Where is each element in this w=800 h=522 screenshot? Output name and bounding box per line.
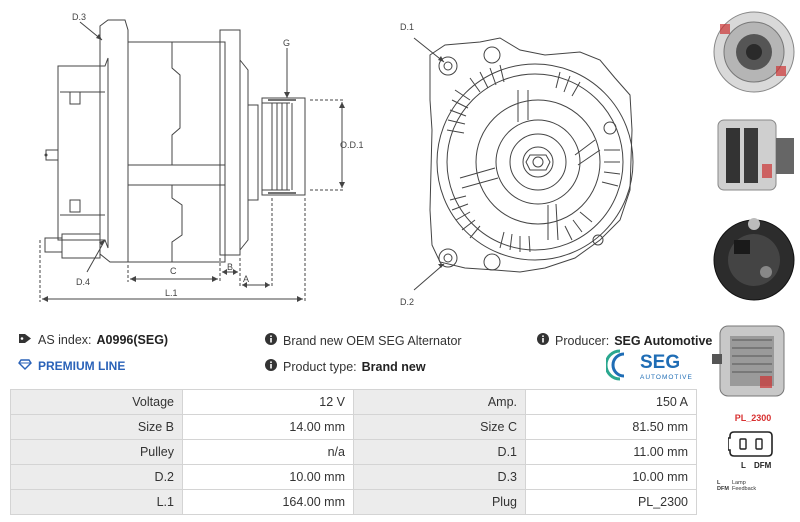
spec-value: 150 A — [525, 389, 697, 415]
spec-value: n/a — [182, 439, 354, 465]
legend-desc: Lamp — [732, 480, 746, 486]
spec-value: 14.00 mm — [182, 414, 354, 440]
spec-label: Amp. — [353, 389, 526, 415]
plug-legend-row: L Lamp — [717, 480, 797, 486]
spec-label: Voltage — [10, 389, 183, 415]
spec-value: PL_2300 — [525, 489, 697, 515]
spec-label: Pulley — [10, 439, 183, 465]
as-index-value: A0996(SEG) — [96, 333, 169, 347]
label-g: G — [283, 38, 290, 48]
premium-line: PREMIUM LINE — [18, 359, 125, 373]
spec-label: Size C — [353, 414, 526, 440]
table-row: L.1 164.00 mm Plug PL_2300 — [10, 489, 697, 515]
spec-label: Size B — [10, 414, 183, 440]
spec-label: D.3 — [353, 464, 526, 490]
info-icon — [265, 333, 277, 348]
table-row: Pulley n/a D.1 11.00 mm — [10, 439, 697, 465]
product-description-text: Brand new OEM SEG Alternator — [283, 333, 462, 348]
spec-label: D.2 — [10, 464, 183, 490]
product-thumbnail-rear[interactable] — [710, 210, 798, 306]
product-type: Product type: Brand new — [265, 359, 426, 374]
plug-legend-row: DFM Feedback — [717, 486, 797, 492]
label-d1: D.1 — [400, 22, 414, 32]
table-row: Voltage 12 V Amp. 150 A — [10, 389, 697, 415]
seg-automotive-logo: SEG AUTOMOTIVE — [604, 348, 702, 382]
premium-line-label: PREMIUM LINE — [38, 359, 126, 373]
spec-label: D.1 — [353, 439, 526, 465]
plug-connector-icon — [728, 431, 773, 457]
legend-desc: Feedback — [732, 486, 757, 492]
label-d2: D.2 — [400, 297, 414, 307]
product-type-value: Brand new — [361, 359, 426, 374]
product-thumbnail-front[interactable] — [710, 4, 798, 100]
plug-pin-l: L — [741, 461, 746, 470]
product-thumbnail-angle[interactable] — [710, 316, 798, 404]
spec-value: 12 V — [182, 389, 354, 415]
diamond-icon — [18, 359, 32, 373]
product-description: Brand new OEM SEG Alternator — [265, 333, 462, 348]
spec-table: Voltage 12 V Amp. 150 A Size B 14.00 mm … — [10, 389, 697, 515]
logo-sub: AUTOMOTIVE — [640, 374, 693, 381]
spec-label: Plug — [353, 489, 526, 515]
producer-label: Producer: — [555, 333, 610, 348]
spec-value: 11.00 mm — [525, 439, 697, 465]
alternator-rear-photo — [713, 218, 795, 301]
product-thumbnail-side[interactable] — [710, 104, 798, 202]
as-index-label: AS index: — [38, 333, 92, 347]
logo-brand: SEG — [640, 352, 680, 373]
spec-value: 81.50 mm — [525, 414, 697, 440]
plug-pin-dfm: DFM — [754, 461, 772, 470]
alternator-front-photo — [713, 11, 795, 93]
label-l1: L.1 — [165, 288, 178, 298]
spec-value: 10.00 mm — [182, 464, 354, 490]
plug-title: PL_2300 — [734, 413, 772, 423]
alternator-angle-photo — [712, 325, 785, 397]
as-index: AS index: A0996(SEG) — [18, 333, 168, 347]
label-d4: D.4 — [76, 277, 90, 287]
legend-code: DFM — [717, 486, 729, 492]
tag-icon — [18, 333, 32, 347]
technical-drawing: D.3 D.4 G O.D.1 C B A L.1 D.1 D.2 — [39, 12, 634, 307]
label-b: B — [227, 262, 233, 272]
spec-value: 10.00 mm — [525, 464, 697, 490]
label-od1: O.D.1 — [340, 140, 364, 150]
label-c: C — [170, 266, 177, 276]
label-d3: D.3 — [72, 12, 86, 22]
alternator-side-photo — [717, 119, 794, 191]
table-row: D.2 10.00 mm D.3 10.00 mm — [10, 464, 697, 490]
spec-label: L.1 — [10, 489, 183, 515]
info-icon — [537, 333, 549, 348]
product-type-label: Product type: — [283, 359, 357, 374]
producer-value: SEG Automotive — [614, 333, 713, 348]
legend-code: L — [717, 480, 721, 486]
producer: Producer: SEG Automotive — [537, 333, 712, 348]
spec-value: 164.00 mm — [182, 489, 354, 515]
label-a: A — [243, 274, 249, 284]
table-row: Size B 14.00 mm Size C 81.50 mm — [10, 414, 697, 440]
alternator-drawing-svg: D.3 D.4 G O.D.1 C B A L.1 D.1 D.2 — [39, 12, 634, 307]
vent-slots — [446, 64, 621, 253]
info-icon — [265, 359, 277, 374]
